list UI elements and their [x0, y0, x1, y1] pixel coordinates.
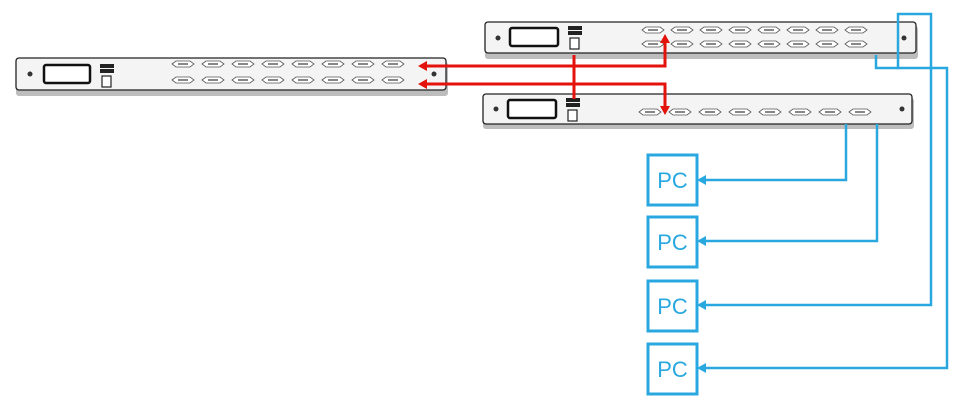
master-kvm-switch [15, 57, 448, 96]
pc-cable [704, 124, 879, 243]
port-pins-icon [735, 29, 745, 31]
port-pins-icon [735, 111, 745, 113]
port-pins-icon [851, 43, 861, 45]
mount-hole-icon [431, 71, 437, 77]
arrow-icon [697, 363, 706, 373]
arrow-icon [418, 61, 427, 71]
arrow-icon [697, 236, 706, 246]
port-pins-icon [855, 111, 865, 113]
port-pins-icon [764, 43, 774, 45]
port-pins-icon [298, 79, 308, 81]
port-pins-icon [358, 63, 368, 65]
port-pins-icon [178, 79, 188, 81]
arrow-icon [697, 300, 706, 310]
port-pins-icon [648, 43, 658, 45]
pc-box: PC [646, 279, 699, 333]
port-pins-icon [298, 63, 308, 65]
port-pins-icon [645, 111, 655, 113]
arrow-icon [418, 79, 427, 89]
power-switch-icon [567, 109, 578, 122]
port-pins-icon [178, 63, 188, 65]
port-pins-icon [648, 29, 658, 31]
mount-hole-icon [495, 35, 501, 41]
port-pins-icon [706, 29, 716, 31]
port-pins-icon [793, 29, 803, 31]
port-pins-icon [765, 111, 775, 113]
usb-port-icon [566, 98, 580, 102]
lcd-display [506, 98, 558, 120]
mount-hole-icon [27, 71, 33, 77]
usb-port-icon [568, 26, 582, 30]
port-pins-icon [822, 29, 832, 31]
usb-port-icon [100, 69, 114, 73]
port-pins-icon [793, 43, 803, 45]
port-pins-icon [677, 43, 687, 45]
cascade-cables [418, 34, 670, 115]
mount-hole-icon [899, 106, 905, 112]
port-pins-icon [677, 29, 687, 31]
port-pins-icon [705, 111, 715, 113]
mount-hole-icon [493, 106, 499, 112]
port-pins-icon [328, 63, 338, 65]
pc-label: PC [657, 230, 688, 255]
lcd-display [42, 63, 92, 85]
port-pins-icon [764, 29, 774, 31]
arrow-icon [697, 175, 706, 185]
port-pins-icon [706, 43, 716, 45]
lcd-display [508, 26, 560, 48]
pc-cable [704, 66, 949, 370]
usb-port-icon [100, 64, 114, 68]
port-pins-icon [795, 111, 805, 113]
pc-label: PC [657, 357, 688, 382]
pc-box: PC [646, 342, 699, 396]
pc-cable [704, 12, 933, 307]
cascade-cable [424, 82, 667, 108]
port-pins-icon [388, 79, 398, 81]
power-switch-icon [101, 75, 112, 88]
arrow-icon [660, 34, 670, 43]
pc-box: PC [646, 153, 699, 207]
port-pins-icon [328, 79, 338, 81]
usb-port-icon [566, 103, 580, 107]
port-pins-icon [238, 79, 248, 81]
pc-box: PC [646, 215, 699, 269]
port-pins-icon [825, 111, 835, 113]
port-pins-icon [735, 43, 745, 45]
arrow-icon [660, 106, 670, 115]
pc-label: PC [657, 294, 688, 319]
port-pins-icon [268, 63, 278, 65]
port-pins-icon [238, 63, 248, 65]
mount-hole-icon [901, 35, 907, 41]
port-pins-icon [822, 43, 832, 45]
power-switch-icon [569, 37, 580, 50]
pc-cable [704, 124, 848, 182]
pc-cables [697, 12, 949, 373]
slave-kvm-switch-lower [482, 93, 914, 129]
port-pins-icon [851, 29, 861, 31]
port-pins-icon [388, 63, 398, 65]
port-pins-icon [268, 79, 278, 81]
pc-label: PC [657, 168, 688, 193]
port-pins-icon [208, 63, 218, 65]
port-pins-icon [675, 111, 685, 113]
port-pins-icon [358, 79, 368, 81]
usb-port-icon [568, 31, 582, 35]
cascade-cable [424, 42, 667, 68]
slave-kvm-switch-upper [484, 21, 918, 59]
port-pins-icon [208, 79, 218, 81]
